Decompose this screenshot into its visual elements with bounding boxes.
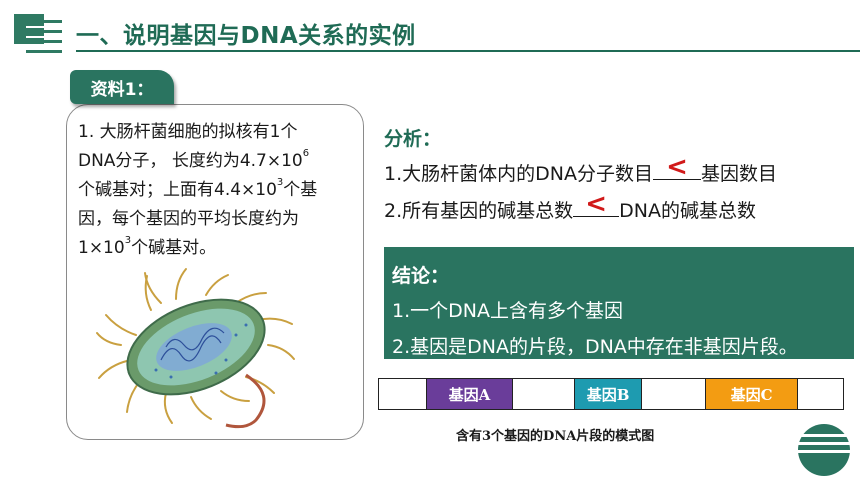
material-text: 1. 大肠杆菌细胞的拟核有1个 DNA分子， 长度约为4.7×106 个碱基对；… — [78, 118, 358, 263]
conclusion-line-1: 1.一个DNA上含有多个基因 — [392, 300, 623, 322]
corner-decoration — [794, 424, 854, 476]
conclusion-line-2: 2.基因是DNA的片段，DNA中存在非基因片段。 — [392, 336, 798, 358]
non-gene-segment — [512, 379, 575, 409]
non-gene-segment — [642, 379, 707, 409]
answer-symbol: < — [666, 152, 688, 182]
material-line: 1×103个碱基对。 — [78, 235, 217, 258]
diagram-caption: 含有3个基因的DNA片段的模式图 — [456, 429, 655, 444]
analysis-heading: 分析： — [384, 128, 442, 150]
material-line: 个碱基对；上面有4.4×103个基 — [78, 177, 318, 200]
non-gene-segment — [379, 379, 428, 409]
material-line: 因，每个基因的平均长度约为 — [78, 209, 299, 229]
bacterium-illustration-icon — [96, 268, 295, 429]
material-tab: 资料1： — [70, 70, 174, 104]
answer-symbol: < — [585, 189, 608, 219]
analysis-line-1: 1.大肠杆菌体内的DNA分子数目<基因数目 — [384, 152, 777, 185]
material-line: 1. 大肠杆菌细胞的拟核有1个 — [78, 122, 298, 142]
conclusion-heading: 结论： — [392, 265, 450, 287]
gene-segment: 基因A — [427, 379, 513, 409]
analysis-line-2: 2.所有基因的碱基总数<DNA的碱基总数 — [384, 189, 756, 222]
header-stripes-decoration — [26, 20, 62, 53]
gene-segment: 基因B — [574, 379, 643, 409]
title-underline — [76, 50, 860, 52]
header-square-decoration — [14, 14, 44, 44]
answer-blank: < — [573, 189, 620, 219]
gene-segment: 基因C — [706, 379, 798, 409]
answer-blank: < — [652, 152, 701, 182]
material-line: DNA分子， 长度约为4.7×106 — [78, 148, 310, 171]
page-title: 一、说明基因与DNA关系的实例 — [76, 23, 416, 49]
conclusion-box — [384, 247, 854, 359]
dna-segment-bar: 基因A 基因B 基因C — [378, 378, 844, 410]
non-gene-segment — [797, 379, 843, 409]
